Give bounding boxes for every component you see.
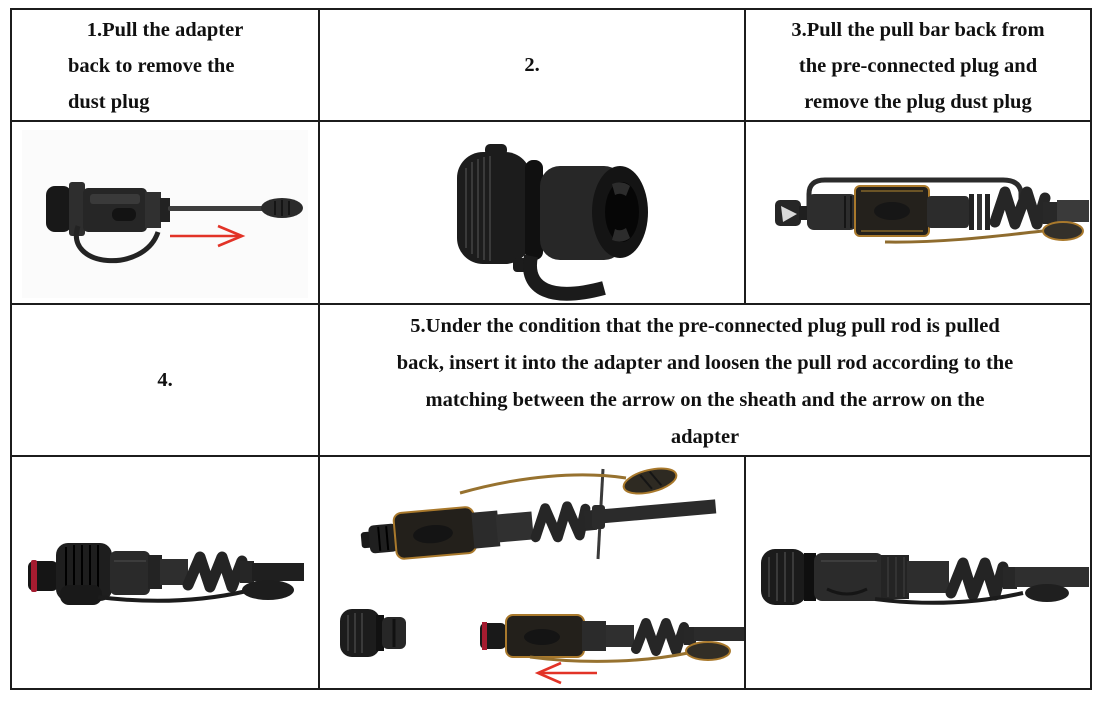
plug-body xyxy=(814,553,949,601)
boot-collar xyxy=(1043,202,1059,224)
pull-rod xyxy=(874,584,1069,605)
cell-step2-text: 2. xyxy=(320,10,746,122)
cable xyxy=(1057,200,1089,222)
pull-tab-top xyxy=(459,467,678,495)
red-ring xyxy=(31,560,37,592)
pull-bar-wire xyxy=(806,177,1024,214)
plug-top xyxy=(360,499,717,560)
plug-pull-bar-photo xyxy=(775,177,1089,244)
plug-body xyxy=(775,185,990,237)
spring-boot xyxy=(182,551,248,593)
cell-photo-adapter-closeup xyxy=(320,122,746,305)
step3-line: 3.Pull the pull bar back from xyxy=(791,19,1045,41)
cable xyxy=(252,563,304,581)
pull-rod xyxy=(168,198,303,218)
step1-line: dust plug xyxy=(68,91,150,113)
instruction-table: 1.Pull the adapter back to remove the du… xyxy=(10,8,1092,690)
cable xyxy=(1015,567,1089,587)
adapter-piece xyxy=(340,609,406,657)
adapter-knurled-ring xyxy=(457,144,531,272)
step5-line: adapter xyxy=(670,426,740,448)
guide-pin xyxy=(592,468,605,560)
step3-line: remove the plug dust plug xyxy=(804,91,1032,113)
cell-step4-text: 4. xyxy=(12,305,320,457)
pull-tab xyxy=(884,221,1084,244)
step2-label: 2. xyxy=(524,54,540,76)
cell-step5-text: 5.Under the condition that the pre-conne… xyxy=(320,305,1090,457)
step5-line: 5.Under the condition that the pre-conne… xyxy=(410,315,1000,337)
step1-line: back to remove the xyxy=(68,55,235,77)
cell-photo-insert-sequence xyxy=(320,457,746,688)
step4-label: 4. xyxy=(157,369,173,391)
step1-line: 1.Pull the adapter xyxy=(86,19,244,41)
cell-step3-text: 3.Pull the pull bar back from the pre-co… xyxy=(746,10,1090,122)
insert-sequence-photo xyxy=(340,467,744,685)
step5-line: matching between the arrow on the sheath… xyxy=(425,389,985,411)
bail-wire xyxy=(73,225,161,264)
adapter-closeup-photo xyxy=(457,144,648,301)
step3-line: the pre-connected plug and xyxy=(798,55,1038,77)
adapter-body xyxy=(46,182,170,236)
assembled-connector-photo xyxy=(761,549,1089,605)
adapter-ring xyxy=(761,549,816,605)
plug-bottom xyxy=(480,614,744,663)
plug-body xyxy=(28,543,188,605)
spring-boot xyxy=(945,557,1009,601)
cell-photo-adapter-dust-plug xyxy=(12,122,320,305)
plug-rod-back-photo xyxy=(28,543,304,605)
cell-photo-plug-pull-bar xyxy=(746,122,1090,305)
boot-collar xyxy=(240,561,254,583)
spring-boot xyxy=(989,186,1051,230)
adapter-dust-plug-photo xyxy=(22,130,308,298)
ribbon-strap xyxy=(522,254,606,301)
cell-step1-text: 1.Pull the adapter back to remove the du… xyxy=(12,10,320,122)
boot-collar xyxy=(1003,567,1017,589)
pull-rod xyxy=(97,580,294,603)
red-arrow-right-icon xyxy=(170,224,246,248)
adapter-barrel xyxy=(525,160,648,260)
cell-photo-assembled xyxy=(746,457,1090,688)
cell-photo-plug-rod-back xyxy=(12,457,320,688)
step5-line: back, insert it into the adapter and loo… xyxy=(396,352,1014,374)
red-ring xyxy=(482,622,487,650)
red-arrow-left-icon xyxy=(534,661,597,685)
